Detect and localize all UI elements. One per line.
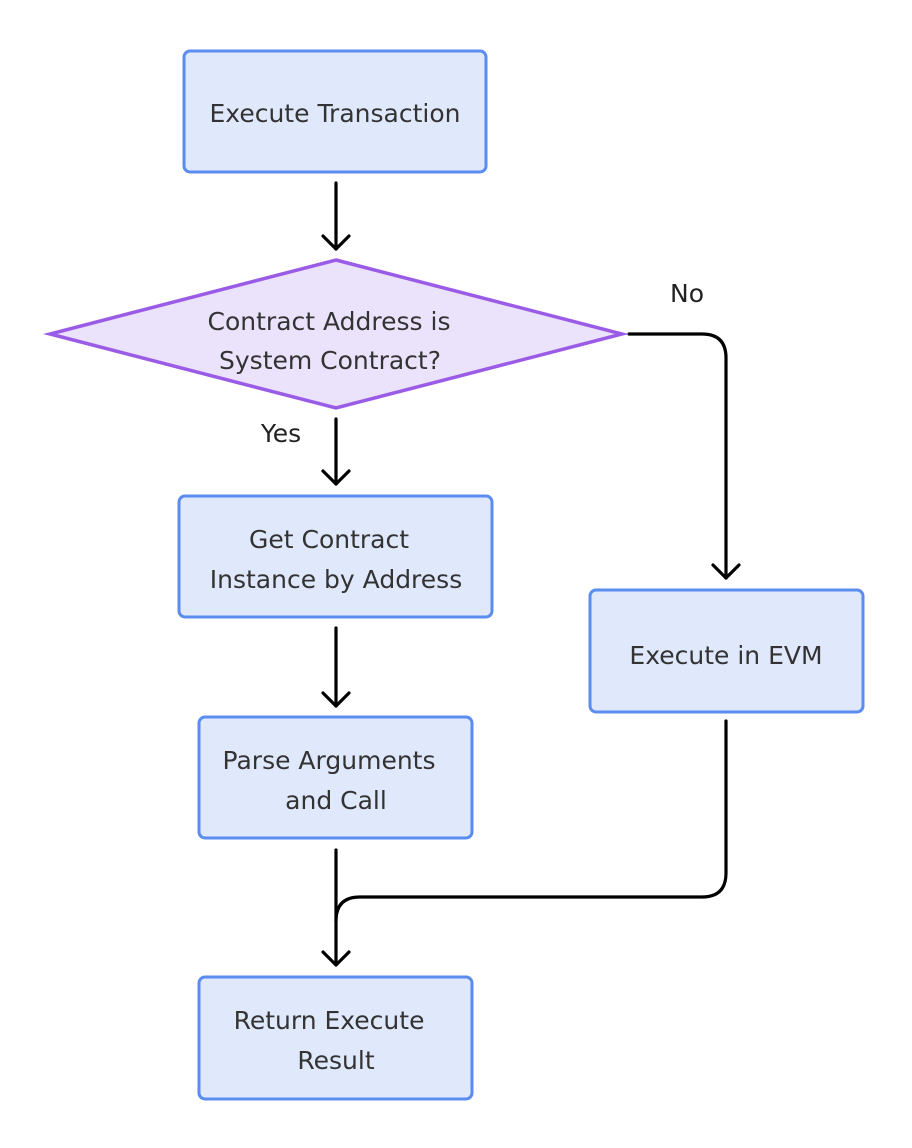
node-execute-transaction[interactable]: Execute Transaction	[182, 49, 488, 174]
node-get-contract-instance-label: Get Contract Instance by Address	[210, 525, 462, 594]
node-parse-arguments-shape	[197, 715, 474, 840]
node-return-result-line-2: Result	[297, 1046, 374, 1075]
arrowhead-parse-call	[321, 691, 351, 708]
node-get-contract-instance-line-2: Instance by Address	[210, 565, 462, 594]
node-decision-shape	[43, 258, 629, 410]
node-execute-evm[interactable]: Execute in EVM	[588, 588, 865, 714]
node-execute-transaction-shape	[182, 49, 488, 174]
node-parse-arguments-line-2: and Call	[285, 786, 387, 815]
node-get-contract-instance-shape	[177, 494, 494, 619]
node-decision[interactable]: Contract Address is System Contract?	[43, 258, 629, 410]
arrowhead-execute-evm	[711, 563, 741, 580]
node-decision-line-2: System Contract?	[219, 346, 441, 375]
node-get-contract-instance[interactable]: Get Contract Instance by Address	[177, 494, 494, 619]
node-execute-evm-line-1: Execute in EVM	[629, 641, 822, 670]
node-return-result-line-1: Return Execute	[234, 1006, 425, 1035]
node-parse-arguments-line-1: Parse Arguments	[223, 746, 436, 775]
node-return-result-shape	[197, 975, 474, 1101]
node-return-result-label: Return Execute Result	[234, 1006, 433, 1075]
edge-label-yes: Yes	[260, 419, 301, 448]
arrowhead-get-instance	[321, 469, 351, 486]
edges	[321, 181, 741, 967]
node-parse-arguments[interactable]: Parse Arguments and Call	[197, 715, 474, 840]
node-get-contract-instance-line-1: Get Contract	[249, 525, 409, 554]
node-return-result[interactable]: Return Execute Result	[197, 975, 474, 1101]
node-execute-evm-shape	[588, 588, 865, 714]
arrowhead-decision	[321, 234, 351, 251]
edge-evm-to-return	[334, 719, 728, 923]
arrowhead-return-result	[321, 950, 351, 967]
edge-label-no: No	[670, 279, 704, 308]
node-parse-arguments-label: Parse Arguments and Call	[223, 746, 444, 815]
node-execute-transaction-label: Execute Transaction	[210, 99, 461, 128]
node-execute-transaction-line-1: Execute Transaction	[210, 99, 461, 128]
edge-decision-no	[627, 332, 728, 580]
node-execute-evm-label: Execute in EVM	[629, 641, 822, 670]
node-decision-line-1: Contract Address is	[208, 307, 451, 336]
node-decision-label: Contract Address is System Contract?	[208, 307, 459, 375]
